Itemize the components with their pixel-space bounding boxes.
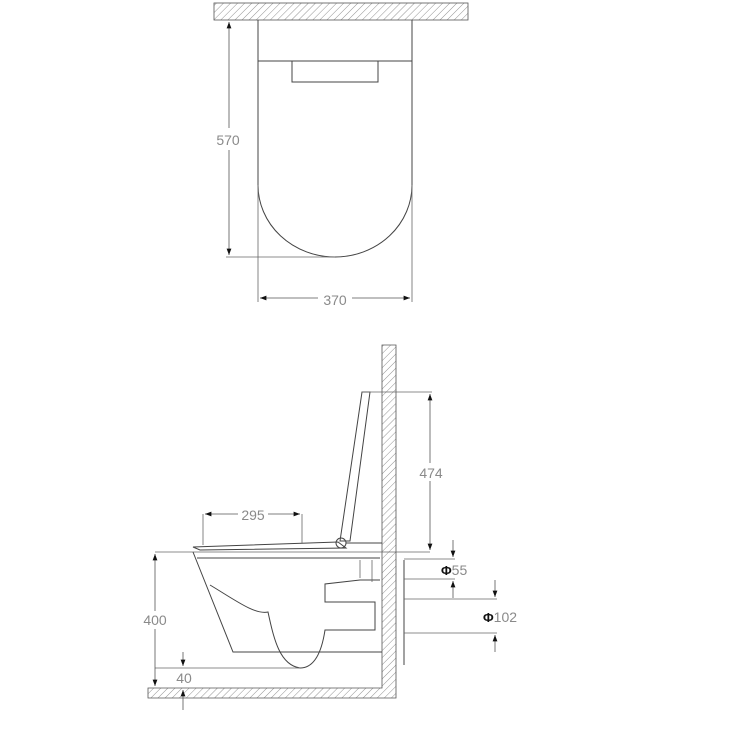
dim-102-label: Φ102 bbox=[483, 609, 517, 625]
seat bbox=[192, 541, 348, 551]
top-view: 570 370 bbox=[212, 2, 469, 308]
top-toilet-outline bbox=[257, 20, 413, 258]
dim-370-label: 370 bbox=[323, 292, 347, 308]
dim-400-label: 400 bbox=[143, 612, 167, 628]
side-wall-floor-hatch bbox=[147, 344, 397, 699]
top-flush-panel bbox=[291, 60, 379, 83]
top-wall-hatch bbox=[213, 2, 469, 21]
dim-55-label: Φ55 bbox=[441, 562, 467, 578]
dim-474-label: 474 bbox=[419, 465, 443, 481]
side-view: Φ55 Φ102 474 295 400 40 bbox=[143, 344, 517, 710]
backrest-lid bbox=[339, 391, 371, 542]
dim-40-label: 40 bbox=[176, 670, 192, 686]
dim-295-label: 295 bbox=[241, 507, 265, 523]
bowl-outline bbox=[192, 551, 382, 669]
dim-570-label: 570 bbox=[216, 132, 240, 148]
bowl-inlet bbox=[359, 560, 373, 582]
